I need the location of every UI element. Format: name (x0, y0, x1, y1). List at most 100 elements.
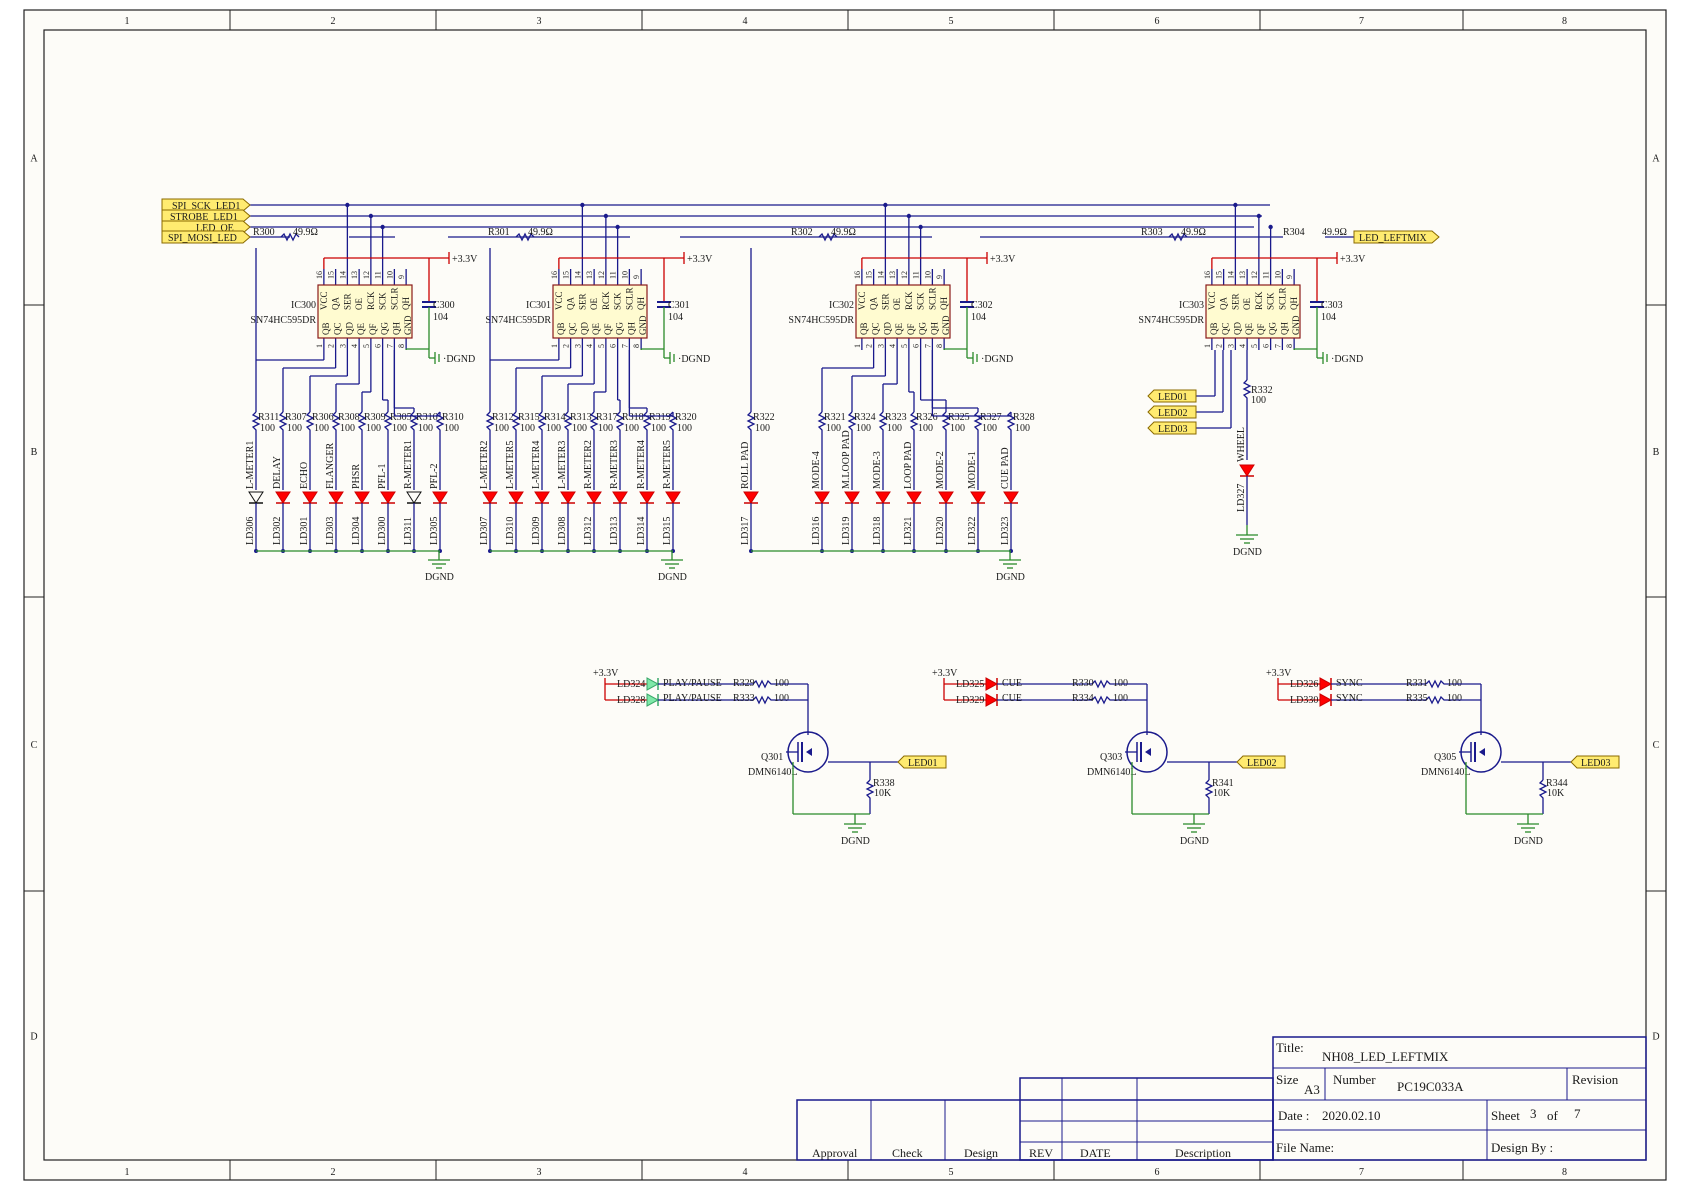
svg-text:QA: QA (566, 297, 576, 310)
led-ref: LD309 (531, 517, 542, 545)
led-symbol (482, 491, 498, 504)
led-symbol (612, 491, 628, 504)
net-label-mosi: SPI_MOSI_LED (161, 230, 251, 244)
chip-part: SN74HC595DR (250, 315, 316, 326)
driver-rb-ref: R333 (733, 693, 755, 704)
led-resistor-value: 100 (520, 423, 535, 434)
svg-text:11: 11 (912, 271, 921, 279)
led-ref: LD321 (903, 517, 914, 545)
led-ref: LD320 (935, 517, 946, 545)
svg-text:7: 7 (620, 344, 629, 348)
svg-text:5: 5 (362, 344, 371, 348)
led-resistor-ref: R306 (312, 412, 334, 423)
led-resistor-value: 100 (1015, 423, 1030, 434)
svg-text:SCK: SCK (916, 292, 926, 310)
series-r-ref: R303 (1141, 227, 1163, 238)
size-value: A3 (1304, 1082, 1320, 1097)
svg-text:4: 4 (888, 344, 897, 348)
led-ref: LD322 (967, 517, 978, 545)
driver-ra-val: 100 (774, 678, 789, 689)
svg-text:OE: OE (892, 298, 902, 310)
led-resistor-value: 100 (287, 423, 302, 434)
mosfet-part: DMN6140L (748, 767, 797, 778)
led-resistor-ref: R323 (885, 412, 907, 423)
svg-text:QG: QG (1268, 322, 1278, 335)
svg-text:10: 10 (923, 271, 932, 279)
svg-text:3: 3 (338, 344, 347, 348)
led-resistor-ref: R325 (948, 412, 970, 423)
driver-rb-val: 100 (1447, 693, 1462, 704)
svg-text:16: 16 (853, 271, 862, 279)
approval-label: Approval (812, 1146, 858, 1160)
led-label: L-METER3 (557, 441, 568, 489)
svg-text:QG: QG (615, 322, 625, 335)
svg-text:13: 13 (350, 271, 359, 279)
svg-text:OE: OE (589, 298, 599, 310)
col-label-bottom: 4 (743, 1167, 748, 1178)
svg-text:1: 1 (315, 344, 324, 348)
col-label-bottom: 3 (537, 1167, 542, 1178)
led-label: R-METER1 (403, 440, 414, 489)
led-label: R-METER4 (636, 440, 647, 489)
led-ref: LD300 (377, 517, 388, 545)
svg-text:QG: QG (918, 322, 928, 335)
driver-rb-val: 100 (1113, 693, 1128, 704)
driver-net-label (1570, 755, 1620, 769)
chip-body (1205, 284, 1301, 339)
svg-text:QC: QC (871, 322, 881, 335)
led-resistor-ref: R316 (416, 412, 438, 423)
svg-text:SCLR: SCLR (624, 287, 634, 310)
svg-text:QB: QB (1209, 322, 1219, 335)
svg-text:QF: QF (603, 323, 613, 335)
col-label-bottom: 6 (1155, 1167, 1160, 1178)
dgnd-label: DGND (658, 572, 687, 583)
svg-text:1: 1 (853, 344, 862, 348)
svg-text:SCK: SCK (1266, 292, 1276, 310)
led-ref: LD319 (841, 517, 852, 545)
svg-text:10: 10 (385, 271, 394, 279)
svg-text:QD: QD (1232, 322, 1242, 335)
date-value: 2020.02.10 (1322, 1108, 1381, 1123)
svg-text:9: 9 (1285, 275, 1294, 279)
chip-ref: IC300 (291, 300, 316, 311)
revision-label: Revision (1572, 1072, 1619, 1087)
led-label: L-METER5 (505, 441, 516, 489)
driver-ra-ref: R329 (733, 678, 755, 689)
svg-text:OE: OE (1242, 298, 1252, 310)
svg-text:3: 3 (876, 344, 885, 348)
svg-text:R332: R332 (1251, 385, 1273, 396)
driver-rb-val: 100 (774, 693, 789, 704)
chip-ic301: 16115214313412511610798VCCQBQAQCSERQDOEQ… (485, 202, 713, 365)
led-symbol (586, 491, 602, 504)
driver-ra-val: 100 (1447, 678, 1462, 689)
led-label: DELAY (272, 456, 283, 489)
dgnd-label: DGND (841, 836, 870, 847)
led-resistor-ref: R326 (916, 412, 938, 423)
resistor-r304: R304 49.9Ω (1283, 227, 1347, 238)
svg-text:QA: QA (331, 297, 341, 310)
svg-text:12: 12 (1250, 271, 1259, 279)
shift-register-chips: 16115214313412511610798VCCQBQAQCSERQDOEQ… (250, 202, 1366, 365)
svg-text:4: 4 (1238, 344, 1247, 348)
svg-text:QB: QB (321, 322, 331, 335)
svg-text:11: 11 (374, 271, 383, 279)
svg-text:DGND: DGND (1233, 547, 1262, 558)
col-label-bottom: 2 (331, 1167, 336, 1178)
led-label: FLANGER (325, 443, 336, 489)
svg-text:VCC: VCC (857, 291, 867, 310)
svg-text:6: 6 (1262, 344, 1271, 348)
svg-text:QC: QC (568, 322, 578, 335)
led-resistor-ref: R313 (570, 412, 592, 423)
svg-text:QH: QH (636, 297, 646, 310)
rev-label: REV (1029, 1146, 1053, 1160)
svg-text:+3.3V: +3.3V (932, 668, 958, 679)
driver-led-symbol (1319, 693, 1333, 707)
svg-text:8: 8 (1285, 344, 1294, 348)
driver-led-b-name: SYNC (1336, 693, 1363, 704)
led-resistor-ref: R322 (753, 412, 775, 423)
title-value: NH08_LED_LEFTMIX (1322, 1049, 1449, 1064)
svg-text:LED01: LED01 (1158, 392, 1187, 403)
mosfet-part: DMN6140L (1087, 767, 1136, 778)
svg-text:5: 5 (597, 344, 606, 348)
chip-part: SN74HC595DR (788, 315, 854, 326)
